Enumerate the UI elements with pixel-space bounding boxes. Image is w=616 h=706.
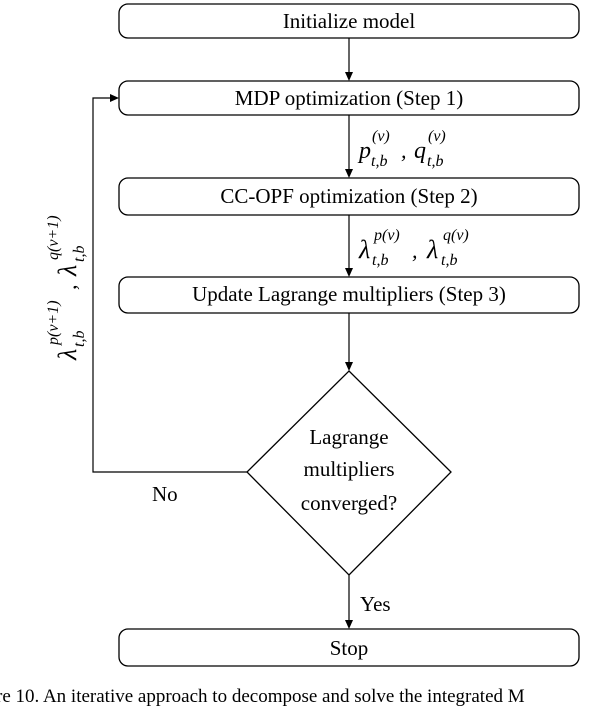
math-sep-2: , (412, 238, 418, 263)
edge-label-p-q: p (ν) t,b , q (ν) t,b (357, 128, 446, 170)
math-lambda-p-sub: t,b (372, 252, 388, 269)
math-sep-1: , (401, 138, 407, 163)
node-update-multipliers: Update Lagrange multipliers (Step 3) (118, 276, 580, 314)
node-mdp-optimization-label: MDP optimization (Step 1) (235, 86, 463, 110)
edge-label-no: No (152, 482, 178, 506)
arrow-decision-to-stop (345, 575, 353, 629)
node-initialize-model: Initialize model (118, 3, 580, 39)
arrow-init-to-mdp (345, 38, 353, 81)
math-p-sub: t,b (371, 153, 387, 170)
node-decision-converged: Lagrange multipliers converged? (246, 370, 452, 576)
node-ccopf-optimization-label: CC-OPF optimization (Step 2) (220, 184, 477, 208)
node-mdp-optimization: MDP optimization (Step 1) (118, 80, 580, 116)
node-ccopf-optimization: CC-OPF optimization (Step 2) (118, 177, 580, 216)
math-loop-lambda-p-sub: t,b (71, 331, 88, 347)
decision-line-1: Lagrange (309, 425, 388, 449)
math-lambda-q: λ (426, 235, 438, 264)
math-loop-lambda-q: λ (53, 265, 82, 277)
arrow-ccopf-to-update (345, 215, 353, 277)
math-lambda-q-sub: t,b (441, 252, 457, 269)
figure-caption: re 10. An iterative approach to decompos… (0, 686, 525, 706)
node-stop-label: Stop (330, 636, 369, 660)
decision-line-3: converged? (301, 491, 397, 515)
node-initialize-model-label: Initialize model (283, 9, 416, 33)
node-stop: Stop (118, 628, 580, 667)
arrow-mdp-to-ccopf (345, 115, 353, 178)
node-update-multipliers-label: Update Lagrange multipliers (Step 3) (192, 282, 506, 306)
math-loop-lambda-p: λ (53, 349, 82, 361)
math-p: p (357, 138, 371, 164)
math-lambda-q-sup: q(ν) (443, 227, 469, 244)
math-lambda-p: λ (358, 235, 370, 264)
arrow-update-to-decision (345, 313, 353, 371)
edge-label-lambda: λ p(ν) t,b , λ q(ν) t,b (358, 227, 469, 269)
math-loop-lambda-q-sup: q(ν+1) (45, 215, 62, 260)
arrow-no-loop (92, 94, 247, 473)
math-loop-lambda-q-sub: t,b (71, 246, 88, 262)
math-q-sup: (ν) (428, 128, 446, 145)
math-loop-lambda-p-sup: p(ν+1) (45, 300, 62, 346)
decision-line-2: multipliers (304, 457, 395, 481)
edge-label-yes: Yes (360, 592, 391, 616)
math-q-sub: t,b (427, 153, 443, 170)
math-p-sup: (ν) (372, 128, 390, 145)
math-lambda-p-sup: p(ν) (373, 227, 400, 244)
math-loop-sep: , (56, 285, 81, 291)
math-q: q (414, 138, 426, 164)
edge-label-loop-lambda: λ p(ν+1) t,b , λ q(ν+1) t,b (45, 215, 88, 361)
